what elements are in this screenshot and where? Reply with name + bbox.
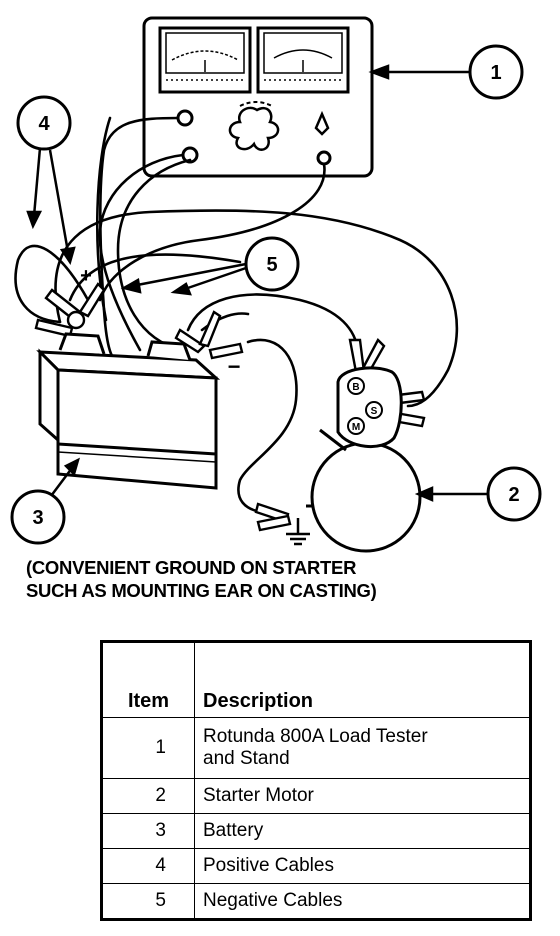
legend-item-description: Negative Cables [194,883,531,920]
legend-header-item: Item [101,641,195,718]
ground-caption: (CONVENIENT GROUND ON STARTER SUCH AS MO… [26,556,546,602]
legend-item-description: Rotunda 800A Load Tester and Stand [194,717,531,779]
svg-text:1: 1 [490,62,501,84]
ground-symbol [286,518,310,546]
legend-item-description: Battery [194,813,531,849]
ground-caption-line-1: (CONVENIENT GROUND ON STARTER [26,557,357,578]
svg-text:5: 5 [266,254,277,276]
cables [14,116,459,514]
load-tester [142,16,374,178]
legend-header-row: Item Description [101,641,531,718]
table-row: 3 Battery [101,813,531,849]
load-knob [228,106,280,151]
ground-caption-line-2: SUCH AS MOUNTING EAR ON CASTING) [26,580,377,601]
legend-item-number: 2 [101,778,195,814]
legend-item-description-line-1: Rotunda 800A Load Tester [203,726,428,747]
load-test-diagram: + − B S M 1 2 [10,16,542,553]
clamp-starter-ground [254,502,292,532]
cable-clamps [34,282,426,532]
legend-table: Item Description 1 Rotunda 800A Load Tes… [100,640,532,921]
clamp-battery-negative [174,310,244,360]
solenoid-terminal-b: B [352,382,359,393]
svg-text:2: 2 [508,484,519,506]
positive-mark: + [80,265,92,287]
tester-post-upper [176,109,194,127]
callout-2: 2 [486,466,542,522]
table-row: 1 Rotunda 800A Load Tester and Stand [101,717,531,779]
battery [36,332,221,490]
solenoid-terminal-m: M [352,422,360,433]
selector-switch [314,110,330,136]
clamp-battery-positive-b [34,310,86,338]
legend-item-description: Positive Cables [194,848,531,884]
legend-item-number: 5 [101,883,195,920]
callout-leaders [26,64,488,509]
legend-item-number: 1 [101,717,195,779]
negative-mark: − [228,354,241,379]
legend-item-description: Starter Motor [194,778,531,814]
callout-3: 3 [10,489,66,545]
callout-1: 1 [468,44,524,100]
table-row: 2 Starter Motor [101,778,531,814]
legend-item-description-line-2: and Stand [203,748,290,769]
legend-header-description: Description [194,641,531,718]
svg-text:3: 3 [32,507,43,529]
solenoid-terminal-s: S [371,406,378,417]
legend-item-number: 4 [101,848,195,884]
legend-item-number: 3 [101,813,195,849]
callout-5: 5 [244,236,300,292]
svg-text:4: 4 [38,113,50,135]
table-row: 5 Negative Cables [101,883,531,920]
tester-post-right [316,150,332,166]
solenoid-terminals [347,377,383,435]
table-row: 4 Positive Cables [101,848,531,884]
callout-4: 4 [16,95,72,151]
